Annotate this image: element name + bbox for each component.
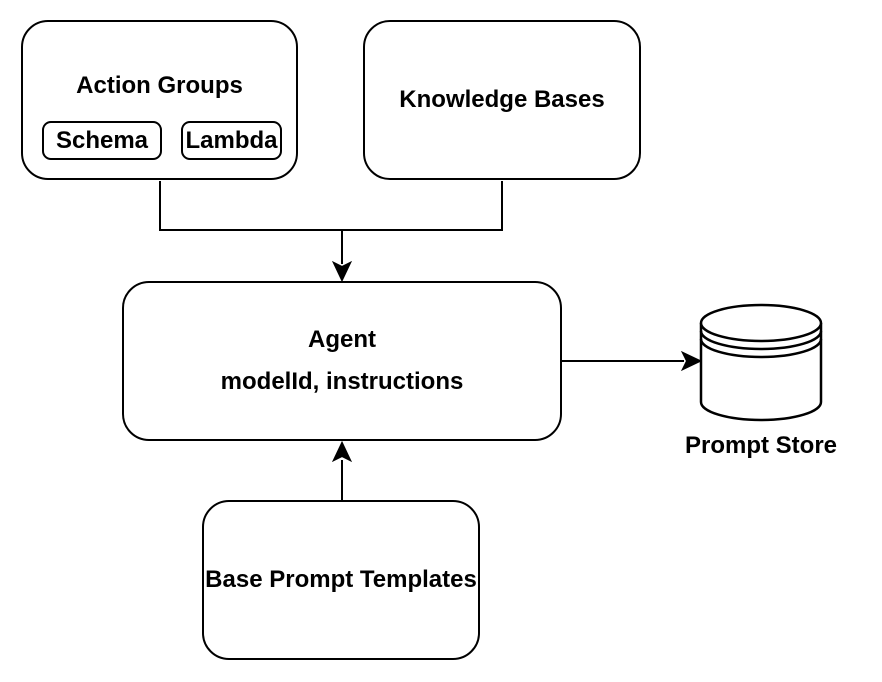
agent-sublabel: modelId, instructions (220, 368, 464, 395)
lambda-label: Lambda (185, 126, 278, 154)
database-cylinder-icon (699, 303, 823, 422)
agent-node: Agent modelId, instructions (122, 281, 562, 441)
agent-label: Agent (308, 326, 376, 353)
arrowhead-right-icon (680, 350, 703, 372)
action-groups-label: Action Groups (76, 72, 243, 99)
knowledge-bases-node: Knowledge Bases (363, 20, 641, 180)
action-groups-node: Action Groups Schema Lambda (21, 20, 298, 180)
lambda-node: Lambda (181, 121, 282, 160)
edge-actiongroups-knowledgebases (159, 181, 503, 231)
schema-label: Schema (55, 126, 149, 154)
base-prompt-templates-node: Base Prompt Templates (202, 500, 480, 660)
prompt-store-label: Prompt Store (684, 432, 837, 459)
arrowhead-up-icon (331, 440, 353, 463)
schema-node: Schema (42, 121, 162, 160)
knowledge-bases-label: Knowledge Bases (399, 86, 605, 113)
arrowhead-down-icon (331, 260, 353, 283)
base-prompt-templates-label: Base Prompt Templates (205, 566, 477, 593)
